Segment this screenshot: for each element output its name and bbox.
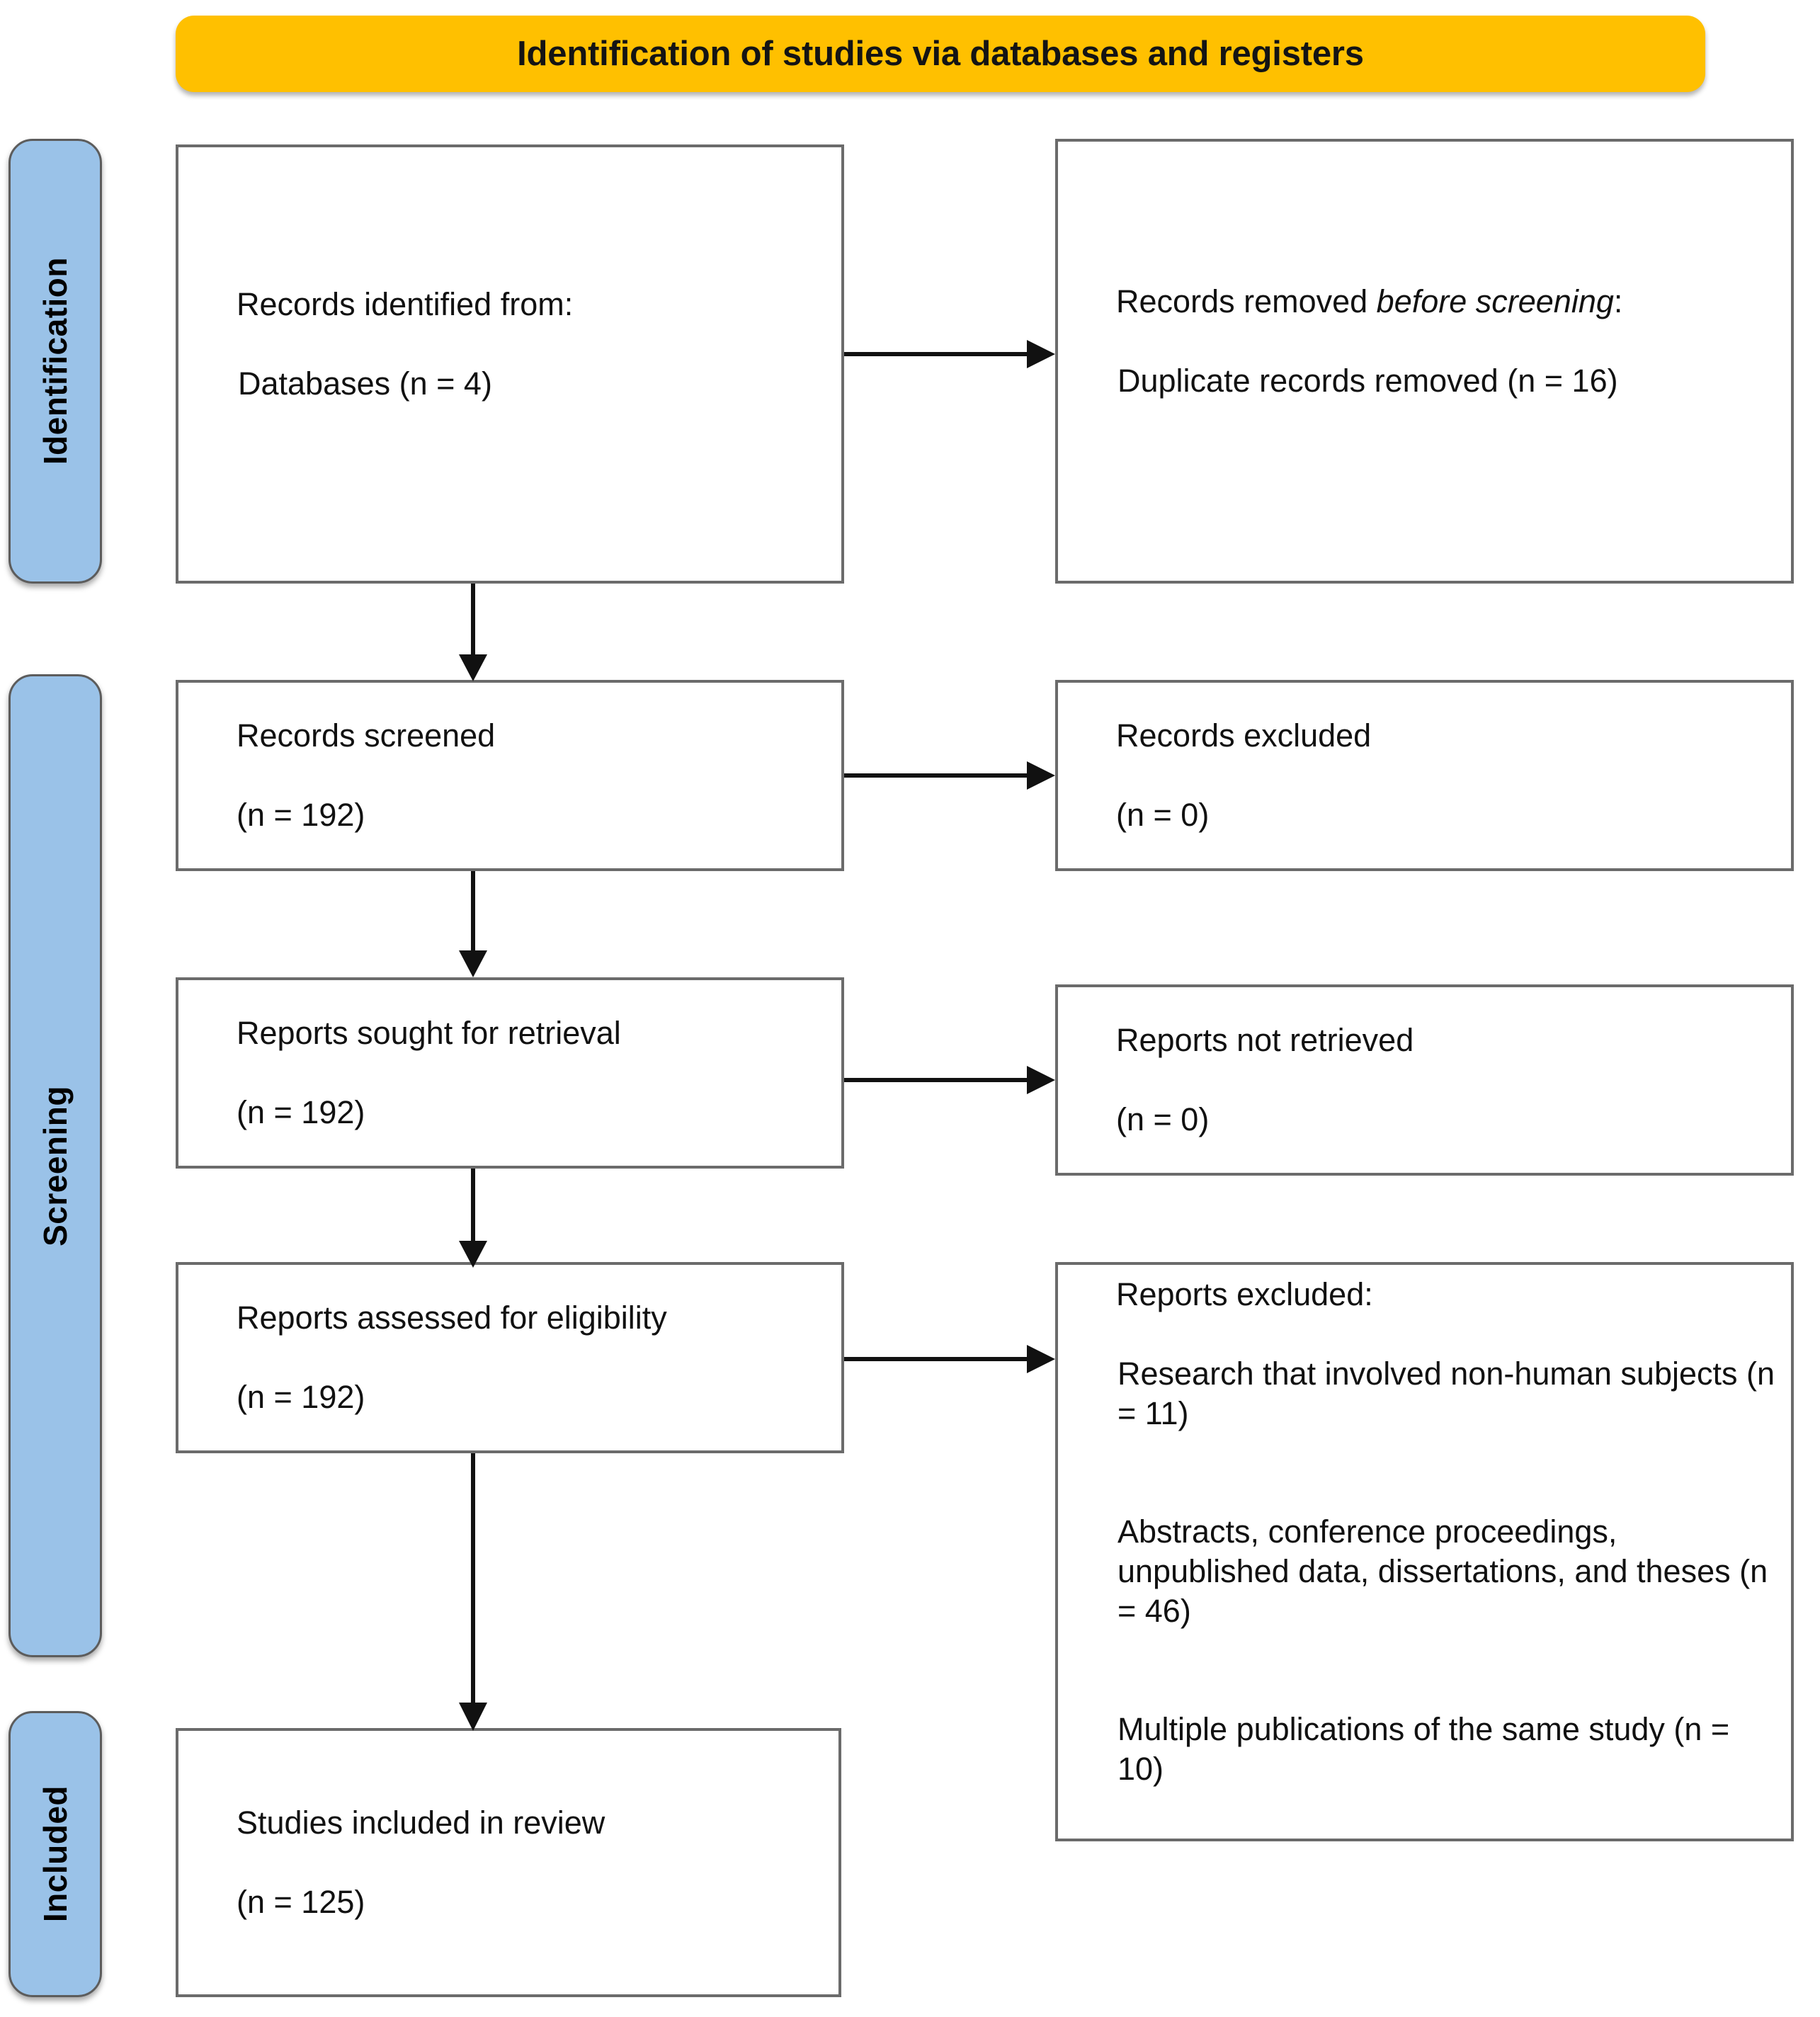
records-excluded-line2: (n = 0) [1116, 796, 1210, 833]
reports-not-retrieved-line1: Reports not retrieved [1116, 1022, 1414, 1059]
box-studies-included-text: Studies included in review (n = 125) [201, 1764, 605, 1962]
stage-label-screening: Screening [8, 674, 102, 1657]
records-screened-line2: (n = 192) [237, 796, 365, 833]
arrow-sought-to-assessed [457, 1169, 489, 1269]
arrow-screened-to-sought [457, 871, 489, 979]
reports-excluded-item-1: Research that involved non-human subject… [1117, 1356, 1784, 1431]
box-reports-assessed: Reports assessed for eligibility (n = 19… [176, 1262, 844, 1453]
box-records-excluded-text: Records excluded (n = 0) [1081, 677, 1371, 875]
records-removed-line2: Duplicate records removed (n = 16) [1117, 363, 1618, 399]
page-title: Identification of studies via databases … [517, 35, 1364, 73]
records-screened-line1: Records screened [237, 717, 496, 754]
stage-label-screening-text: Screening [37, 1085, 74, 1246]
reports-sought-line1: Reports sought for retrieval [237, 1015, 621, 1052]
box-records-screened-text: Records screened (n = 192) [201, 677, 495, 875]
box-reports-not-retrieved-text: Reports not retrieved (n = 0) [1081, 982, 1414, 1179]
box-reports-not-retrieved: Reports not retrieved (n = 0) [1055, 984, 1794, 1176]
box-records-removed-text: Records removed before screening: Duplic… [1081, 243, 1622, 480]
stage-label-included-text: Included [37, 1785, 74, 1923]
arrow-identified-to-screened [457, 584, 489, 683]
box-reports-sought-text: Reports sought for retrieval (n = 192) [201, 975, 621, 1172]
box-reports-excluded-text: Reports excluded: Research that involved… [1081, 1236, 1778, 1868]
reports-excluded-heading: Reports excluded: [1116, 1276, 1373, 1313]
box-studies-included: Studies included in review (n = 125) [176, 1728, 841, 1997]
stage-label-included: Included [8, 1711, 102, 1997]
reports-assessed-line2: (n = 192) [237, 1378, 365, 1415]
arrow-sought-to-not-retrieved [844, 1064, 1057, 1096]
box-records-identified: Records identified from: Databases (n = … [176, 144, 844, 584]
box-reports-sought: Reports sought for retrieval (n = 192) [176, 977, 844, 1169]
records-removed-prefix: Records removed [1116, 283, 1377, 320]
studies-included-line2: (n = 125) [237, 1883, 365, 1920]
records-identified-line1: Records identified from: [237, 286, 574, 323]
box-records-removed: Records removed before screening: Duplic… [1055, 139, 1794, 584]
box-reports-assessed-text: Reports assessed for eligibility (n = 19… [201, 1259, 667, 1457]
reports-assessed-line1: Reports assessed for eligibility [237, 1300, 667, 1336]
diagram-title-banner: Identification of studies via databases … [176, 16, 1705, 92]
records-identified-line2: Databases (n = 4) [238, 365, 492, 402]
records-excluded-line1: Records excluded [1116, 717, 1372, 754]
stage-label-identification: Identification [8, 139, 102, 584]
records-removed-suffix: : [1613, 283, 1623, 320]
records-removed-italic: before screening [1376, 283, 1614, 320]
box-records-excluded: Records excluded (n = 0) [1055, 680, 1794, 871]
studies-included-line1: Studies included in review [237, 1805, 605, 1841]
box-records-identified-text: Records identified from: Databases (n = … [201, 246, 573, 483]
reports-excluded-item-3: Multiple publications of the same study … [1117, 1711, 1739, 1787]
reports-excluded-item-2: Abstracts, conference proceedings, unpub… [1117, 1513, 1777, 1629]
records-removed-line1: Records removed before screening: [1116, 283, 1622, 319]
arrow-assessed-to-reports-excluded [844, 1343, 1057, 1375]
reports-not-retrieved-line2: (n = 0) [1116, 1101, 1210, 1137]
box-records-screened: Records screened (n = 192) [176, 680, 844, 871]
arrow-screened-to-records-excluded [844, 760, 1057, 791]
box-reports-excluded: Reports excluded: Research that involved… [1055, 1262, 1794, 1841]
arrow-identified-to-removed [844, 339, 1057, 370]
stage-label-identification-text: Identification [37, 257, 74, 465]
arrow-assessed-to-included [457, 1453, 489, 1734]
reports-sought-line2: (n = 192) [237, 1093, 365, 1130]
